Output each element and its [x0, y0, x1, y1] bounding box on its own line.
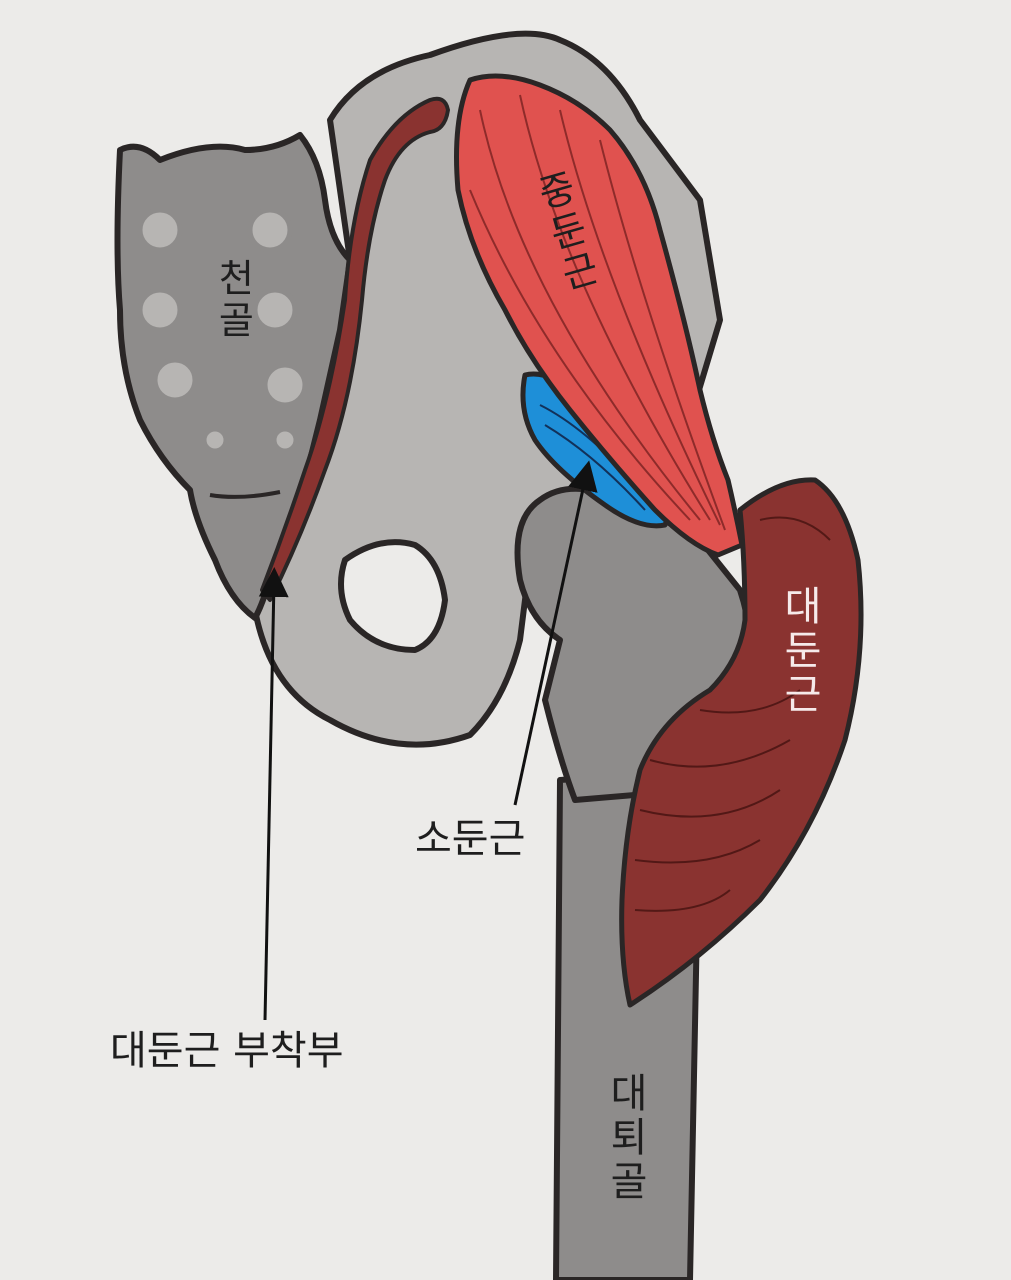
sacral-foramen [152, 357, 198, 403]
gluteus-maximus-muscle [619, 477, 864, 1008]
sacrum-ridge [209, 490, 281, 499]
sacrum-bone [114, 132, 353, 621]
sacral-foramen [271, 426, 299, 454]
femur-label: 대퇴골 [602, 1072, 648, 1204]
sacrum-label: 천골 [210, 258, 255, 342]
gluteus-minimus-label: 소둔근 [415, 816, 526, 862]
gluteus-maximus-fibers [634, 516, 831, 912]
gluteus-maximus-attachment-arrow [258, 567, 289, 1021]
sacral-foramen [137, 287, 183, 333]
sacral-foramen [262, 362, 308, 408]
sacral-foramen [137, 207, 183, 253]
gluteus-medius-fibers [469, 94, 726, 531]
sacral-foramen [201, 426, 229, 454]
gluteus-maximus-label: 대둔근 [776, 585, 822, 717]
gluteus-maximus-origin-band [260, 96, 450, 602]
gluteus-minimus-arrow [513, 460, 598, 806]
sacral-foramen [252, 287, 298, 333]
sacral-foramen [247, 207, 293, 253]
sacral-foramina [137, 207, 308, 454]
gluteus-medius-muscle [454, 73, 745, 558]
gluteus-maximus-attachment-label: 대둔근 부착부 [110, 1028, 344, 1074]
